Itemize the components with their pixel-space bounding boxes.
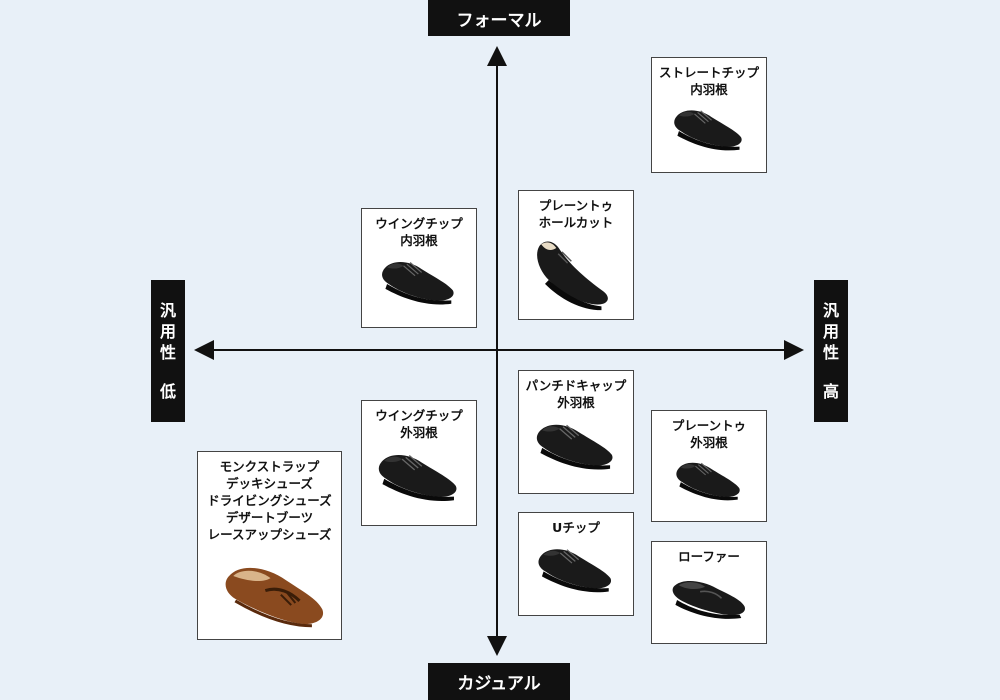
axis-label-formal: フォーマル	[428, 0, 570, 36]
card-label-line: ウイングチップ	[375, 408, 463, 423]
card-label-line: 内羽根	[400, 233, 438, 248]
card-label-line: 内羽根	[690, 82, 728, 97]
shoe-image	[676, 462, 740, 501]
card-label-line: ウイングチップ	[375, 216, 463, 231]
axis-right-char: 性	[822, 343, 839, 362]
shoe-image	[225, 567, 324, 628]
card-label: プレーントゥ外羽根	[652, 417, 766, 451]
card-label: ウイングチップ外羽根	[362, 407, 476, 441]
card-plain-toe-outer: プレーントゥ外羽根	[651, 410, 767, 522]
axis-right-char: 汎	[822, 301, 839, 320]
shoe-image	[382, 262, 454, 305]
card-label-line: レースアップシューズ	[207, 527, 332, 542]
card-label-line: ストレートチップ	[658, 65, 759, 80]
card-label: モンクストラップデッキシューズドライビングシューズデザートブーツレースアップシュ…	[198, 458, 341, 543]
axis-left-char: 用	[159, 322, 176, 341]
card-label-line: プレーントゥ	[538, 198, 614, 213]
shoe-image	[536, 424, 613, 470]
card-wingtip-outer: ウイングチップ外羽根	[361, 400, 477, 526]
card-casual-group: モンクストラップデッキシューズドライビングシューズデザートブーツレースアップシュ…	[197, 451, 342, 640]
card-loafer: ローファー	[651, 541, 767, 644]
shoe-image	[674, 110, 742, 151]
shoe-image	[672, 581, 745, 619]
card-label-line: プレーントゥ	[671, 418, 747, 433]
card-label: ウイングチップ内羽根	[362, 215, 476, 249]
card-label-line: 外羽根	[557, 395, 595, 410]
card-label: ストレートチップ内羽根	[652, 64, 766, 98]
axis-label-low-versatility: 汎 用 性 低	[151, 280, 185, 422]
axis-left-char: 低	[159, 382, 176, 401]
card-label: ローファー	[652, 548, 766, 565]
card-label: Uチップ	[519, 519, 633, 536]
card-label-line: ドライビングシューズ	[207, 493, 332, 508]
card-label: プレーントゥホールカット	[519, 197, 633, 231]
card-u-tip: Uチップ	[518, 512, 634, 616]
shoe-image	[538, 549, 612, 593]
card-wingtip-inner: ウイングチップ内羽根	[361, 208, 477, 328]
card-label-line: デザートブーツ	[225, 510, 314, 525]
card-plain-toe-wholecut: プレーントゥホールカット	[518, 190, 634, 320]
card-label-line: モンクストラップ	[219, 459, 320, 474]
card-label-line: デッキシューズ	[226, 476, 313, 491]
card-straight-tip: ストレートチップ内羽根	[651, 57, 767, 173]
card-label-line: ローファー	[678, 549, 740, 564]
card-label-line: 外羽根	[690, 435, 728, 450]
card-punched-cap-outer: パンチドキャップ外羽根	[518, 370, 634, 494]
axis-left-char: 性	[159, 343, 176, 362]
card-label-line: Uチップ	[552, 520, 600, 535]
axis-label-casual: カジュアル	[428, 663, 570, 700]
card-label-line: 外羽根	[400, 425, 438, 440]
card-label-line: ホールカット	[538, 215, 614, 230]
axis-right-char: 用	[822, 322, 839, 341]
shoe-image	[378, 455, 457, 502]
axis-right-char: 高	[822, 382, 839, 401]
shoe-image	[537, 241, 608, 311]
card-label: パンチドキャップ外羽根	[519, 377, 633, 411]
axis-label-high-versatility: 汎 用 性 高	[814, 280, 848, 422]
card-label-line: パンチドキャップ	[525, 378, 627, 393]
axis-left-char: 汎	[159, 301, 176, 320]
